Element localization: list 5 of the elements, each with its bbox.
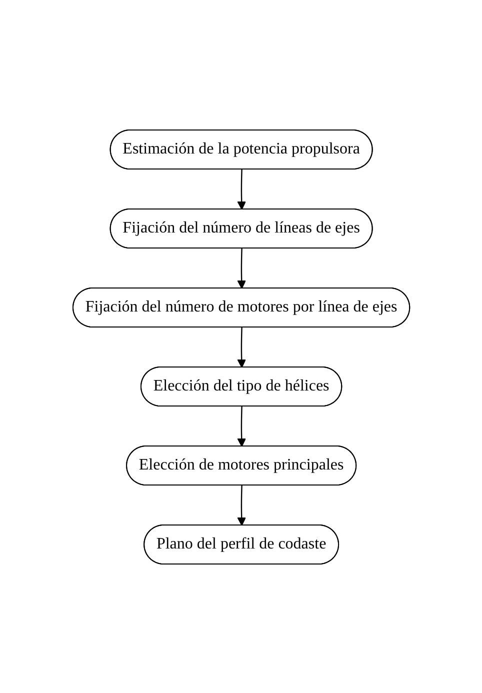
arrow	[236, 484, 246, 526]
arrow	[236, 406, 246, 446]
arrow	[236, 326, 246, 368]
arrow	[236, 168, 246, 210]
arrow	[236, 248, 246, 288]
